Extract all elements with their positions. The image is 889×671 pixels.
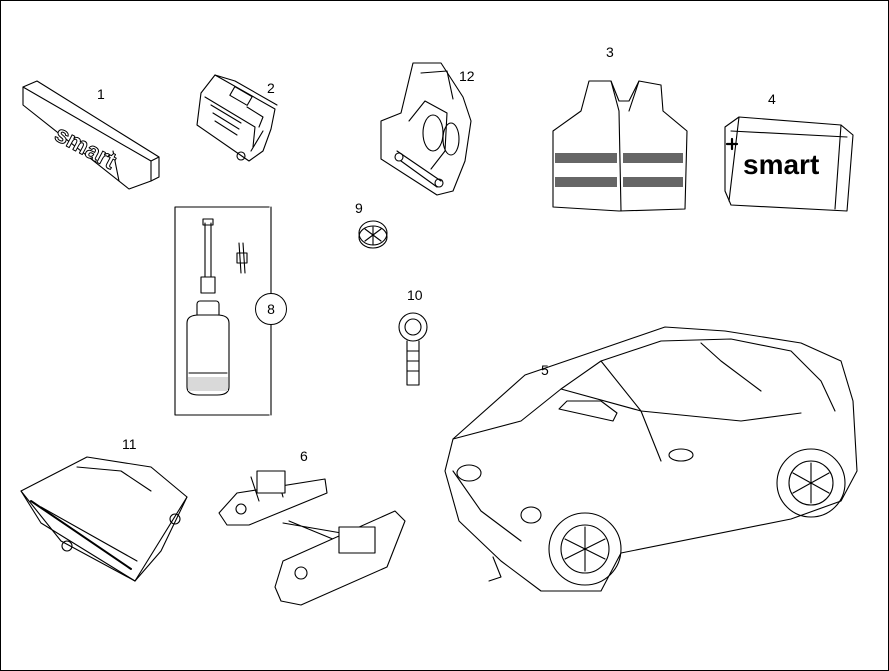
callout-9: 9 [355, 200, 363, 216]
part-3-safety-vest [552, 80, 688, 212]
part-1-logo-bar: smart [22, 80, 160, 190]
callout-4: 4 [768, 91, 776, 107]
callout-10: 10 [407, 287, 423, 303]
part-6-jack-pads [218, 470, 406, 606]
part-2-holder [196, 74, 278, 162]
callout-1: 1 [97, 86, 105, 102]
callout-2: 2 [267, 80, 275, 96]
callout-11: 11 [122, 436, 137, 452]
part-5-car [444, 326, 858, 592]
part-4-first-aid-kit: smart [724, 116, 854, 212]
first-aid-kit-text: smart [743, 149, 819, 180]
part-10-tow-eye [398, 312, 428, 386]
callout-3: 3 [606, 44, 614, 60]
part-12-foam-insert [380, 62, 472, 196]
part-11-bag [20, 456, 188, 582]
part-9-cap [358, 220, 388, 249]
callout-8: 8 [255, 293, 287, 325]
callout-6: 6 [300, 448, 308, 464]
callout-5: 5 [541, 362, 549, 378]
callout-12: 12 [459, 68, 475, 84]
